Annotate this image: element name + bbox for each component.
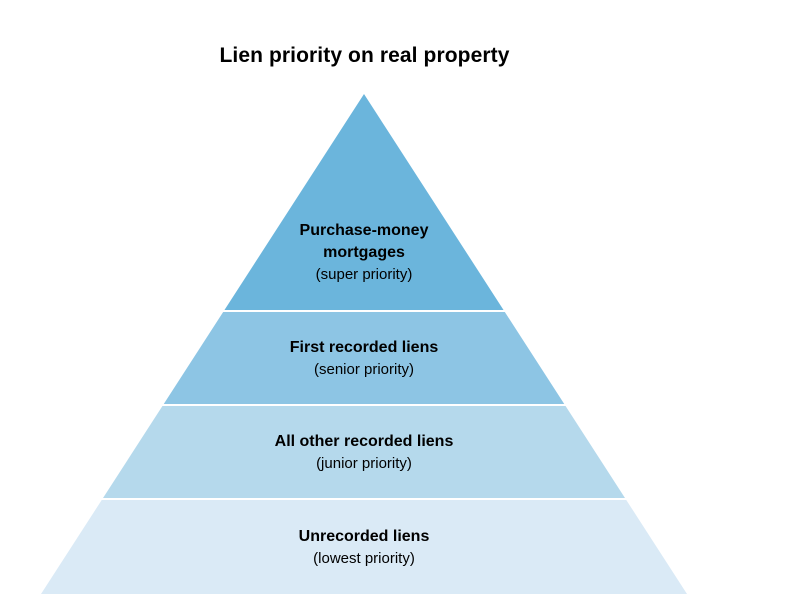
tier-label-other-recorded: All other recorded liens (junior priority… — [275, 433, 454, 472]
tier-name-line: Purchase-money — [300, 222, 429, 239]
diagram-title: Lien priority on real property — [219, 44, 510, 67]
tier-label-unrecorded: Unrecorded liens (lowest priority) — [299, 528, 430, 567]
tier-other-recorded — [103, 406, 625, 498]
tier-priority: (lowest priority) — [313, 550, 415, 567]
tier-name-line: mortgages — [323, 244, 405, 261]
tier-priority: (junior priority) — [316, 455, 412, 472]
tier-unrecorded — [41, 500, 687, 594]
tier-label-first-recorded: First recorded liens (senior priority) — [290, 339, 439, 378]
tier-priority: (senior priority) — [314, 361, 414, 378]
tier-first-recorded — [163, 312, 565, 404]
tier-name-line: Unrecorded liens — [299, 528, 430, 545]
tier-purchase-money — [224, 94, 504, 310]
tier-label-purchase-money: Purchase-money mortgages (super priority) — [300, 222, 429, 283]
tier-priority: (super priority) — [316, 266, 413, 283]
tier-name-line: All other recorded liens — [275, 433, 454, 450]
tier-name-line: First recorded liens — [290, 339, 439, 356]
